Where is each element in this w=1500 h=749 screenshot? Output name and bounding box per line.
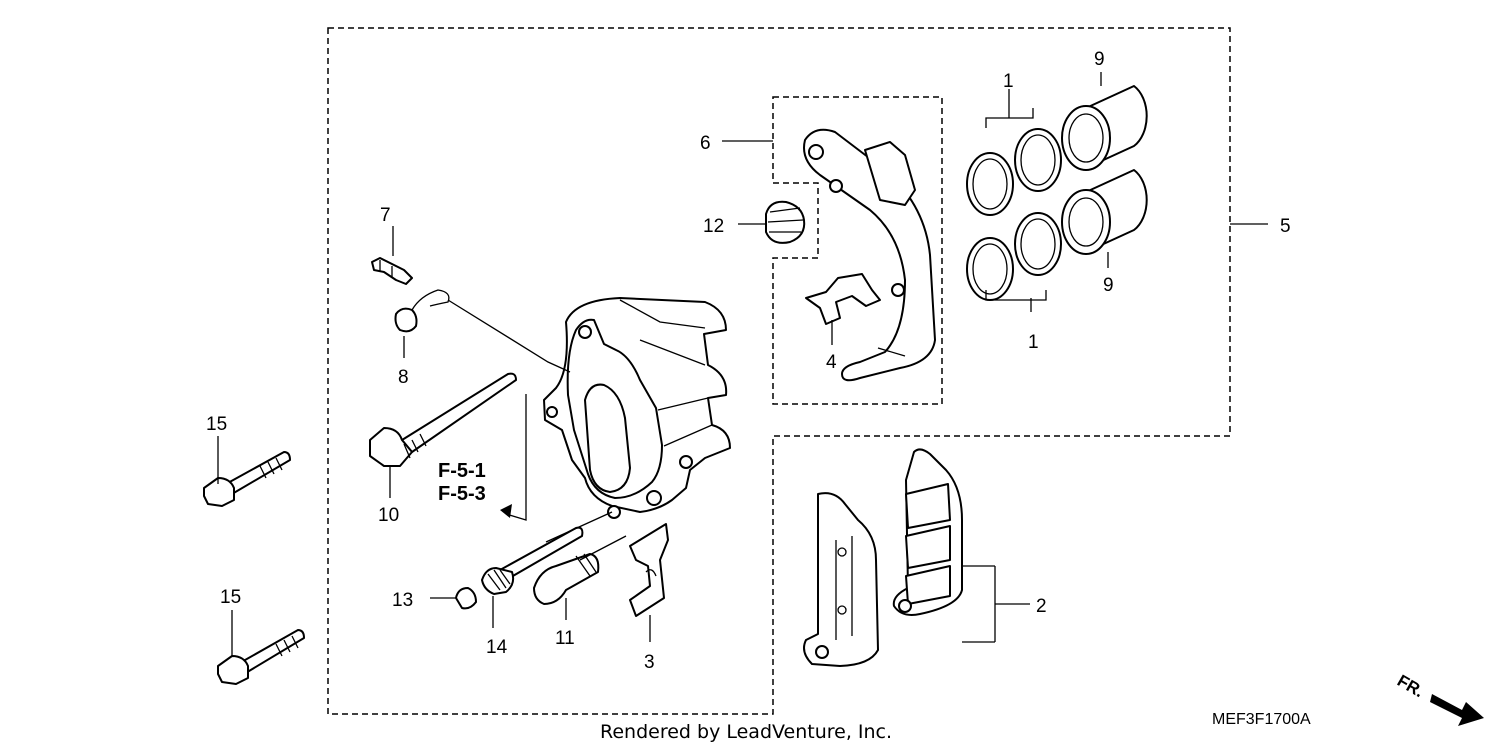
callout-15-bottom: 15	[220, 587, 241, 608]
caliper-bracket	[803, 128, 936, 382]
pin-boot	[533, 553, 600, 605]
callout-4: 4	[826, 352, 837, 373]
callout-1-top: 1	[1003, 71, 1014, 92]
reference-label-f53: F-5-3	[438, 483, 486, 505]
caliper-pistons	[1061, 85, 1148, 255]
callout-9-bottom: 9	[1103, 275, 1114, 296]
front-direction-label: FR.	[1394, 671, 1427, 701]
pad-retainer-clip	[629, 523, 669, 617]
brake-pads	[803, 448, 963, 667]
callout-7: 7	[380, 205, 391, 226]
diagram-code: MEF3F1700A	[1212, 711, 1311, 728]
bleeder-cap	[394, 289, 450, 333]
pad-spring-retainer	[805, 273, 881, 325]
callout-5: 5	[1280, 216, 1291, 237]
caliper-body	[543, 297, 731, 519]
callout-13: 13	[392, 590, 413, 611]
caliper-pin-bolt	[369, 372, 517, 467]
callout-12: 12	[703, 216, 724, 237]
bracket-assembly-outline	[772, 96, 943, 405]
callout-9-top: 9	[1094, 49, 1105, 70]
callout-11: 11	[555, 628, 575, 649]
pin-plug	[455, 587, 477, 610]
callout-15-top: 15	[206, 414, 227, 435]
front-direction-arrow-icon	[1430, 694, 1484, 726]
callout-2: 2	[1036, 596, 1047, 617]
piston-seal-rings	[966, 128, 1062, 301]
callout-10: 10	[378, 505, 399, 526]
callout-6: 6	[700, 133, 711, 154]
caliper-assembly-outline	[327, 27, 1231, 715]
flange-bolt-lower	[217, 629, 305, 685]
pin-spring	[481, 567, 515, 595]
bracket-pin-boot	[765, 200, 806, 244]
reference-label-f51: F-5-1	[438, 460, 486, 482]
bleeder-screw	[371, 257, 413, 285]
callout-1-bottom: 1	[1028, 332, 1039, 353]
reference-arrow-head	[500, 504, 512, 518]
callout-3: 3	[644, 652, 655, 673]
callout-14: 14	[486, 637, 508, 658]
callout-8: 8	[398, 367, 409, 388]
leader-lines	[217, 72, 1268, 656]
flange-bolt-upper	[203, 451, 291, 507]
credit-text: Rendered by LeadVenture, Inc.	[600, 721, 892, 743]
